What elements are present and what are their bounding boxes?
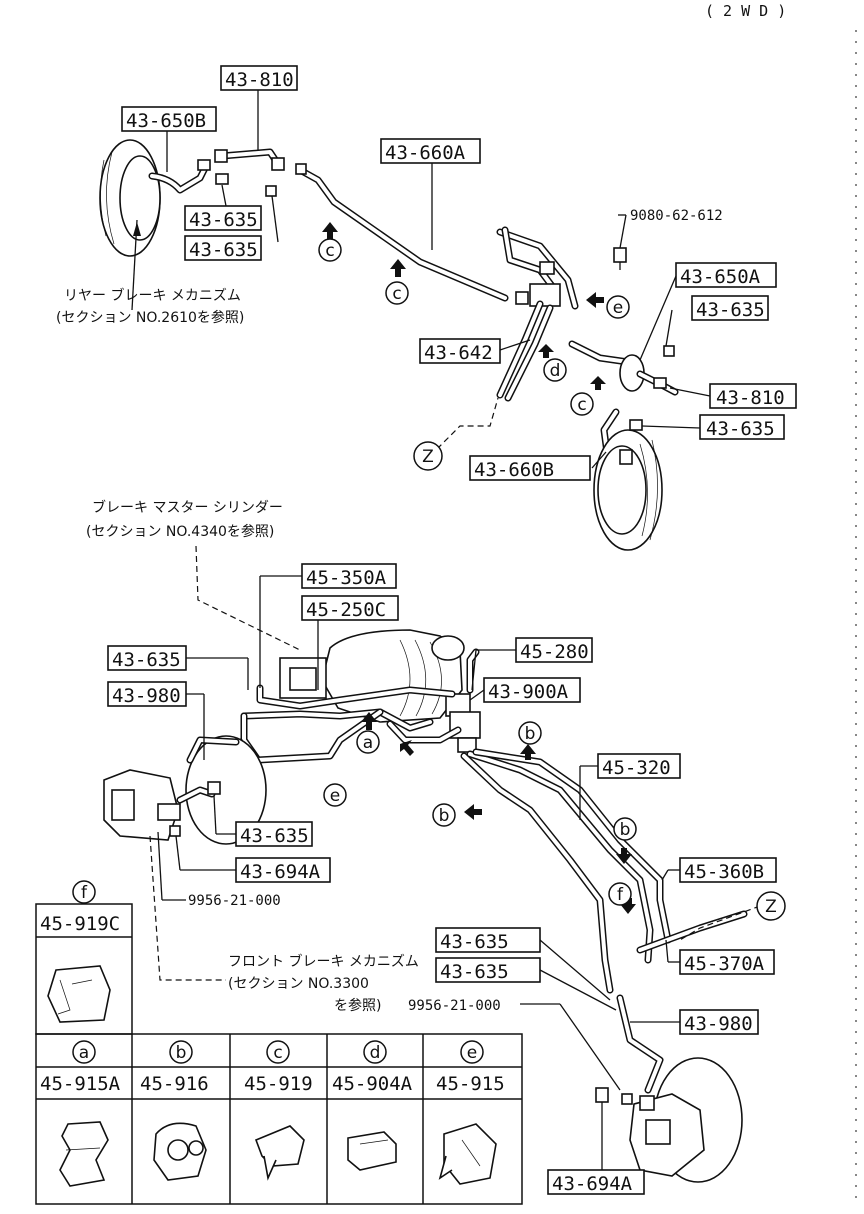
clip-45-904A-icon (347, 1131, 397, 1171)
label-43-635-f: 43-635 (240, 825, 309, 847)
legend-d-part: 45-904A (332, 1073, 413, 1095)
rear-left-brake-drum (99, 139, 161, 257)
legend-e-letter: e (467, 1043, 477, 1063)
legend-d-letter: d (370, 1043, 381, 1063)
label-43-635-d: 43-635 (706, 418, 775, 440)
hose-43-642 (496, 300, 554, 402)
label-43-642: 43-642 (424, 342, 493, 364)
clip-45-916-icon (153, 1122, 207, 1181)
clip-45-919C-icon (47, 965, 111, 1023)
legend-a-letter: a (79, 1043, 89, 1063)
note-rear-brake-1: リヤー ブレーキ メカニズム (64, 287, 241, 304)
label-9080-62-612: 9080-62-612 (630, 208, 723, 224)
rear-arrows (322, 222, 606, 390)
marker-f: f (617, 885, 624, 905)
rear-junction-block (496, 226, 579, 310)
label-45-320: 45-320 (602, 757, 671, 779)
legend-a-part: 45-915A (40, 1073, 121, 1095)
marker-z-rear: Z (422, 447, 434, 467)
legend-c-part: 45-919 (244, 1073, 313, 1095)
note-front-brake-3: を参照) (334, 997, 381, 1014)
marker-b-2: b (439, 806, 450, 826)
legend-f-part: 45-919C (40, 913, 120, 935)
marker-e-front: e (330, 786, 340, 806)
note-master-1: ブレーキ マスター シリンダー (92, 499, 283, 516)
rear-left-pipe (148, 159, 211, 194)
label-43-635-e: 43-635 (112, 649, 181, 671)
marker-b-3: b (620, 820, 631, 840)
label-9956-21-000-left: 9956-21-000 (188, 893, 281, 909)
left-front-caliper (103, 735, 267, 845)
clip-45-919-icon (254, 1125, 305, 1181)
label-43-810-top: 43-810 (225, 69, 294, 91)
legend-b-part: 45-916 (140, 1073, 209, 1095)
label-43-650A: 43-650A (680, 266, 761, 288)
note-front-brake-1: フロント ブレーキ メカニズム (228, 953, 419, 970)
marker-e-rear: e (613, 298, 623, 318)
front-arrows (361, 712, 636, 914)
label-45-350A: 45-350A (306, 567, 387, 589)
hose-43-810-right (636, 370, 679, 396)
clip-legend-table: f 45-919C a 45-915A b 45-916 c 45-919 (35, 880, 523, 1205)
label-43-635-b: 43-635 (189, 239, 258, 261)
bolt-43-694A-right (595, 1087, 633, 1122)
legend-c-letter: c (273, 1043, 282, 1063)
legend-e-part: 45-915 (436, 1073, 505, 1095)
note-rear-brake-2: (セクション NO.2610を参照) (56, 309, 244, 326)
note-master-2: (セクション NO.4340を参照) (86, 523, 274, 540)
bolt-9080-62-612 (613, 247, 627, 270)
marker-z-front: Z (765, 897, 777, 917)
label-43-660A: 43-660A (385, 142, 466, 164)
marker-a: a (363, 733, 373, 753)
rear-right-pipe-43-650A (568, 340, 675, 392)
label-45-280: 45-280 (520, 641, 589, 663)
rear-pipe-43-660A (295, 163, 509, 302)
marker-b-1: b (525, 724, 536, 744)
label-43-900A: 43-900A (488, 681, 569, 703)
marker-c-3: c (577, 395, 586, 415)
clip-43-635-right (629, 419, 643, 431)
label-45-370A: 45-370A (684, 953, 765, 975)
label-43-810-right: 43-810 (716, 387, 785, 409)
rear-right-brake-drum (593, 429, 663, 551)
label-45-360B: 45-360B (684, 861, 764, 883)
marker-c-2: c (392, 284, 401, 304)
marker-d: d (550, 361, 561, 381)
label-43-980-left: 43-980 (112, 685, 181, 707)
label-43-980-right: 43-980 (684, 1013, 753, 1035)
label-9956-21-000-right: 9956-21-000 (408, 998, 501, 1014)
label-43-650B: 43-650B (126, 110, 206, 132)
marker-c-1: c (325, 241, 334, 261)
hose-43-810-top (214, 148, 285, 171)
label-43-660B: 43-660B (474, 459, 554, 481)
clips-43-635-top (215, 173, 277, 197)
label-43-635-g: 43-635 (440, 931, 509, 953)
variant-label: ( 2 W D ) (705, 2, 786, 20)
clip-45-915-icon (438, 1123, 497, 1185)
label-43-694A-right: 43-694A (552, 1173, 633, 1195)
legend-f-letter: f (81, 883, 88, 903)
note-front-brake-2: (セクション NO.3300 (228, 976, 369, 992)
left-front-hose (186, 736, 240, 795)
valve-43-900A (445, 693, 481, 753)
label-43-635-h: 43-635 (440, 961, 509, 983)
legend-b-letter: b (176, 1043, 187, 1063)
label-43-635-c: 43-635 (696, 299, 765, 321)
label-43-694A-left: 43-694A (240, 861, 321, 883)
label-45-250C: 45-250C (306, 599, 386, 621)
right-front-caliper (629, 1057, 743, 1183)
label-43-635-a: 43-635 (189, 209, 258, 231)
clip-45-915A-icon (59, 1121, 109, 1187)
